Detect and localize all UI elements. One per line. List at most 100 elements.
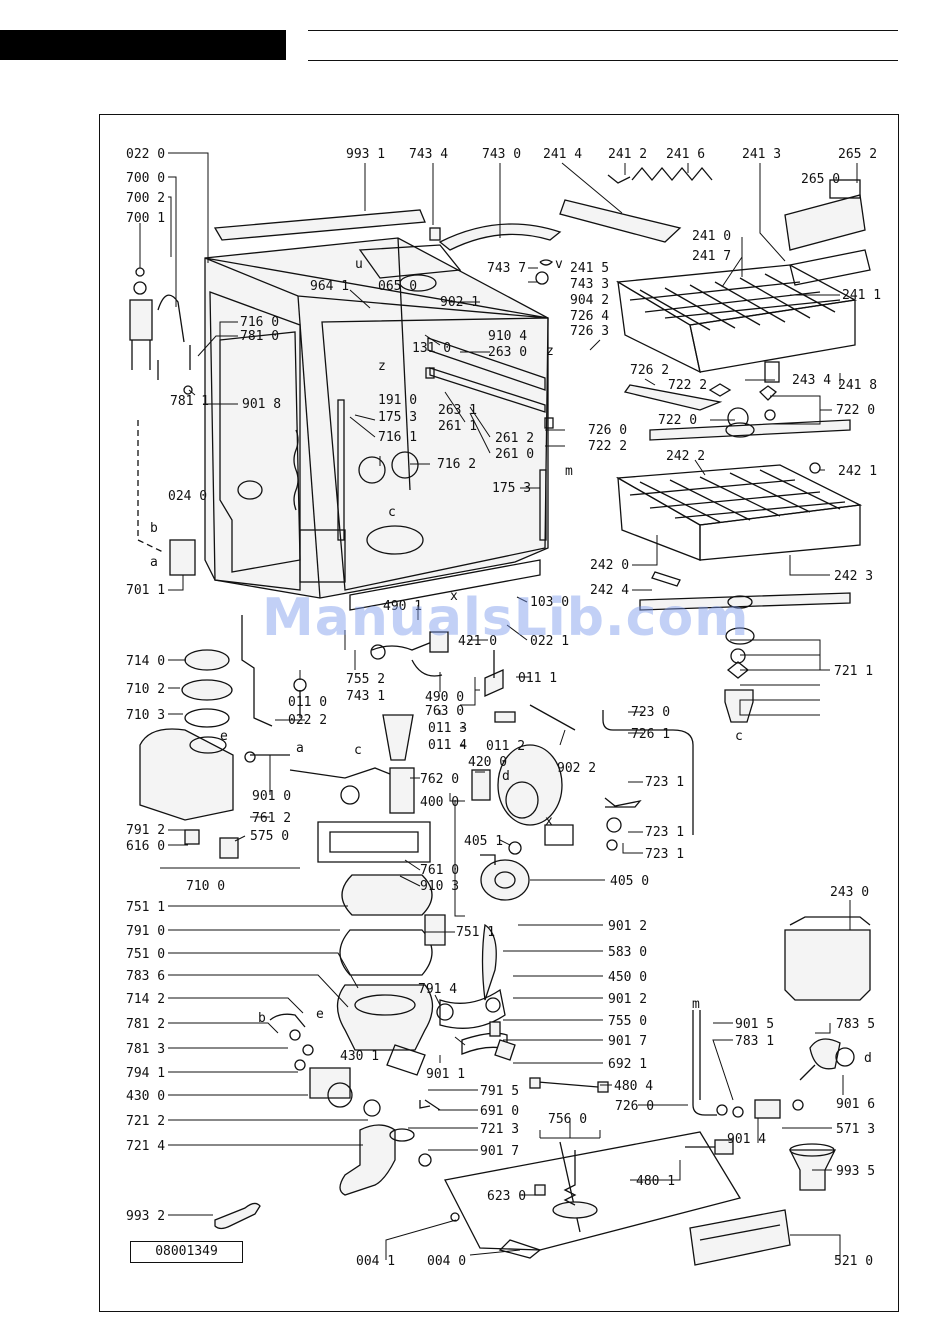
label-241-8: 241 8 (838, 378, 877, 393)
label-902-1: 902 1 (440, 295, 479, 310)
label-901-2b: 901 2 (608, 992, 647, 1007)
label-011-1: 011 1 (518, 671, 557, 686)
label-011-3: 011 3 (428, 721, 467, 736)
marker-c: c (354, 743, 362, 758)
label-263-0: 263 0 (488, 345, 527, 360)
label-901-7b: 901 7 (480, 1144, 519, 1159)
label-756-0: 756 0 (548, 1112, 587, 1127)
label-783-6: 783 6 (126, 969, 165, 984)
label-901-8: 901 8 (242, 397, 281, 412)
label-022-0: 022 0 (126, 147, 165, 162)
label-755-0: 755 0 (608, 1014, 647, 1029)
label-710-2: 710 2 (126, 682, 165, 697)
sump-assembly (269, 874, 609, 1196)
left-components (129, 267, 290, 859)
reference-markers: u z z v c c c b b a a m m d d e e x x (150, 257, 872, 1066)
header-rule-bottom (308, 60, 898, 61)
label-751-1a: 751 1 (126, 900, 165, 915)
label-571-3: 571 3 (836, 1122, 875, 1137)
label-420-0: 420 0 (468, 755, 507, 770)
label-722-0: 722 0 (836, 403, 875, 418)
label-716-0: 716 0 (240, 315, 279, 330)
marker-x: x (450, 589, 458, 604)
label-241-6: 241 6 (666, 147, 705, 162)
marker-c: c (735, 729, 743, 744)
label-450-0: 450 0 (608, 970, 647, 985)
label-623-0: 623 0 (487, 1189, 526, 1204)
label-791-4: 791 4 (418, 982, 457, 997)
label-405-0: 405 0 (610, 874, 649, 889)
label-261-1: 261 1 (438, 419, 477, 434)
label-490-0: 490 0 (425, 690, 464, 705)
label-722-0b: 722 0 (658, 413, 697, 428)
label-722-2a: 722 2 (668, 378, 707, 393)
label-721-2: 721 2 (126, 1114, 165, 1129)
label-743-0: 743 0 (482, 147, 521, 162)
label-241-4: 241 4 (543, 147, 582, 162)
label-901-5: 901 5 (735, 1017, 774, 1032)
label-781-0: 781 0 (240, 329, 279, 344)
label-243-4: 243 4 (792, 373, 831, 388)
label-743-7: 743 7 (487, 261, 526, 276)
label-993-5: 993 5 (836, 1164, 875, 1179)
label-743-1: 743 1 (346, 689, 385, 704)
label-781-2: 781 2 (126, 1017, 165, 1032)
label-261-2: 261 2 (495, 431, 534, 446)
marker-u: u (355, 257, 363, 272)
label-265-2: 265 2 (838, 147, 877, 162)
label-004-1: 004 1 (356, 1254, 395, 1269)
label-011-4: 011 4 (428, 738, 467, 753)
label-751-1b: 751 1 (456, 925, 495, 940)
upper-basket (615, 264, 858, 441)
label-490-1: 490 1 (383, 599, 422, 614)
label-726-4: 726 4 (570, 309, 609, 324)
marker-d: d (502, 769, 510, 784)
marker-a: a (150, 555, 158, 570)
marker-m: m (565, 464, 573, 479)
label-763-0: 763 0 (425, 704, 464, 719)
label-751-0: 751 0 (126, 947, 165, 962)
label-964-1: 964 1 (310, 279, 349, 294)
label-241-3: 241 3 (742, 147, 781, 162)
marker-b: b (150, 521, 158, 536)
part-labels: 022 0 700 0 700 2 700 1 993 1 743 4 743 … (126, 147, 881, 1269)
label-263-1: 263 1 (438, 403, 477, 418)
label-692-1: 692 1 (608, 1057, 647, 1072)
label-616-0: 616 0 (126, 839, 165, 854)
label-430-0: 430 0 (126, 1089, 165, 1104)
label-265-0: 265 0 (801, 172, 840, 187)
marker-e: e (316, 1007, 324, 1022)
label-723-1c: 723 1 (645, 847, 684, 862)
label-791-5: 791 5 (480, 1084, 519, 1099)
label-241-5: 241 5 (570, 261, 609, 276)
right-lower-components (214, 710, 871, 1266)
leader-lines (139, 152, 858, 1260)
label-791-0: 791 0 (126, 924, 165, 939)
label-726-2: 726 2 (630, 363, 669, 378)
label-242-4: 242 4 (590, 583, 629, 598)
label-242-1: 242 1 (838, 464, 877, 479)
label-710-3: 710 3 (126, 708, 165, 723)
label-993-2: 993 2 (126, 1209, 165, 1224)
label-721-4: 721 4 (126, 1139, 165, 1154)
label-791-2: 791 2 (126, 823, 165, 838)
label-781-1: 781 1 (170, 394, 209, 409)
label-261-0: 261 0 (495, 447, 534, 462)
label-242-3: 242 3 (834, 569, 873, 584)
marker-c: c (388, 505, 396, 520)
label-575-0: 575 0 (250, 829, 289, 844)
label-022-2: 022 2 (288, 713, 327, 728)
label-405-1: 405 1 (464, 834, 503, 849)
label-011-0: 011 0 (288, 695, 327, 710)
label-700-2: 700 2 (126, 191, 165, 206)
diagram-frame (99, 114, 899, 1312)
label-716-2: 716 2 (437, 457, 476, 472)
label-191-0: 191 0 (378, 393, 417, 408)
label-710-0: 710 0 (186, 879, 225, 894)
label-241-7: 241 7 (692, 249, 731, 264)
label-521-0: 521 0 (834, 1254, 873, 1269)
label-131-0: 131 0 (412, 341, 451, 356)
label-723-1a: 723 1 (645, 775, 684, 790)
label-722-2b: 722 2 (588, 439, 627, 454)
